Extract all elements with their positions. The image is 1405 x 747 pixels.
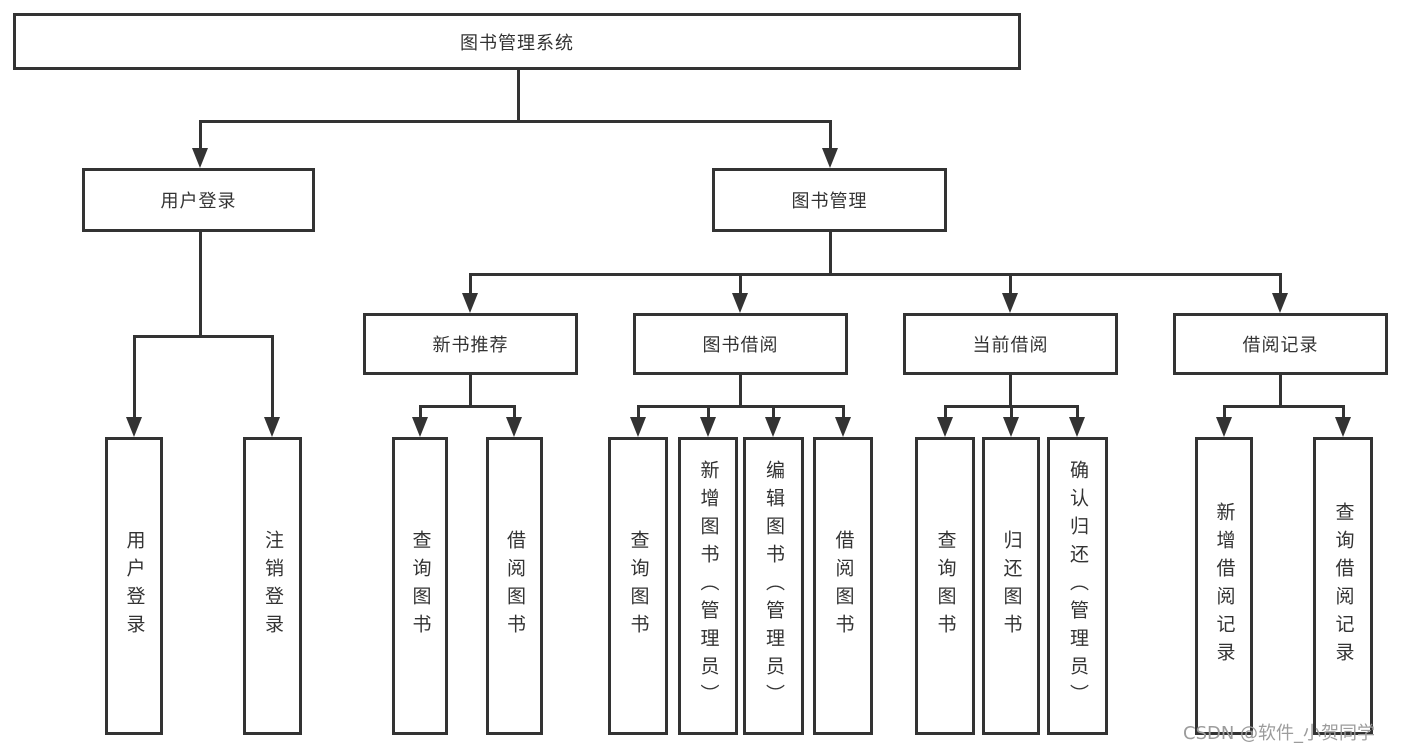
node-label: 用户登录 [160, 191, 237, 212]
connector-line [829, 232, 832, 274]
connector-line [637, 405, 640, 421]
arrow-down-icon [1335, 417, 1351, 437]
node-label: 用户登录 [123, 530, 146, 642]
connector-line [1279, 375, 1282, 408]
leaf-query-borrow-record: 查询借阅记录 [1313, 437, 1373, 735]
node-label: 借阅记录 [1242, 335, 1319, 356]
node-label: 借阅图书 [832, 530, 855, 642]
node-label: 新书推荐 [432, 335, 509, 356]
connector-line [1223, 405, 1345, 408]
connector-line [1076, 405, 1079, 421]
node-label: 编辑图书（管理员） [763, 460, 785, 712]
arrow-down-icon [126, 417, 142, 437]
node-book-borrowing: 图书借阅 [633, 313, 848, 375]
connector-line [1342, 405, 1345, 421]
leaf-query-books: 查询图书 [915, 437, 975, 735]
arrow-down-icon [192, 148, 208, 168]
connector-line [1223, 405, 1226, 421]
node-book-management: 图书管理 [712, 168, 947, 232]
connector-line [739, 375, 742, 408]
node-library-management-system: 图书管理系统 [13, 13, 1021, 70]
node-current-borrowing: 当前借阅 [903, 313, 1118, 375]
connector-line [199, 120, 832, 123]
arrow-down-icon [1069, 417, 1085, 437]
arrow-down-icon [1002, 293, 1018, 313]
node-label: 图书管理 [791, 191, 868, 212]
connector-line [271, 335, 274, 418]
node-label: 图书借阅 [702, 335, 779, 356]
arrow-down-icon [732, 293, 748, 313]
node-label: 新增图书（管理员） [697, 460, 720, 712]
connector-line [469, 273, 1282, 276]
arrow-down-icon [1272, 293, 1288, 313]
connector-line [133, 335, 136, 418]
csdn-watermark: CSDN @软件_小贺同学 [1183, 723, 1376, 744]
connector-line [133, 335, 274, 338]
leaf-add-borrow-record: 新增借阅记录 [1195, 437, 1253, 735]
connector-line [772, 405, 775, 421]
leaf-user-login: 用户登录 [105, 437, 163, 735]
leaf-query-books: 查询图书 [608, 437, 668, 735]
node-label: 查询图书 [627, 530, 650, 642]
leaf-borrow-books: 借阅图书 [486, 437, 543, 735]
arrow-down-icon [1216, 417, 1232, 437]
leaf-edit-books-admin: 编辑图书（管理员） [743, 437, 804, 735]
arrow-down-icon [630, 417, 646, 437]
node-label: 当前借阅 [972, 335, 1049, 356]
node-borrow-records: 借阅记录 [1173, 313, 1388, 375]
arrow-down-icon [462, 293, 478, 313]
connector-line [517, 70, 520, 123]
connector-line [1009, 375, 1012, 408]
node-label: 注销登录 [262, 530, 284, 642]
node-label: 确认归还（管理员） [1067, 460, 1089, 712]
connector-line [199, 120, 202, 152]
connector-line [1279, 273, 1282, 297]
node-label: 新增借阅记录 [1213, 502, 1236, 670]
leaf-logout: 注销登录 [243, 437, 302, 735]
arrow-down-icon [506, 417, 522, 437]
leaf-borrow-books: 借阅图书 [813, 437, 873, 735]
connector-line [842, 405, 845, 421]
node-label: 图书管理系统 [460, 32, 574, 54]
arrow-down-icon [412, 417, 428, 437]
node-label: 查询图书 [934, 530, 957, 642]
arrow-down-icon [1003, 417, 1019, 437]
arrow-down-icon [700, 417, 716, 437]
leaf-return-books: 归还图书 [982, 437, 1040, 735]
arrow-down-icon [835, 417, 851, 437]
node-label: 查询图书 [409, 530, 432, 642]
connector-line [707, 405, 710, 421]
node-user-login: 用户登录 [82, 168, 315, 232]
connector-line [199, 232, 202, 336]
arrow-down-icon [822, 148, 838, 168]
arrow-down-icon [765, 417, 781, 437]
connector-line [469, 375, 472, 408]
arrow-down-icon [937, 417, 953, 437]
connector-line [1009, 273, 1012, 297]
leaf-add-books-admin: 新增图书（管理员） [678, 437, 738, 735]
connector-line [1010, 405, 1013, 421]
connector-line [829, 120, 832, 152]
arrow-down-icon [264, 417, 280, 437]
connector-line [513, 405, 516, 421]
node-label: 借阅图书 [504, 530, 526, 642]
connector-line [637, 405, 845, 408]
leaf-query-books: 查询图书 [392, 437, 448, 735]
connector-line [419, 405, 516, 408]
node-new-book-recommend: 新书推荐 [363, 313, 578, 375]
connector-line [469, 273, 472, 297]
connector-line [419, 405, 422, 421]
node-label: 查询借阅记录 [1332, 502, 1355, 670]
connector-line [944, 405, 947, 421]
connector-line [739, 273, 742, 297]
node-label: 归还图书 [1000, 530, 1023, 642]
leaf-confirm-return-admin: 确认归还（管理员） [1047, 437, 1108, 735]
